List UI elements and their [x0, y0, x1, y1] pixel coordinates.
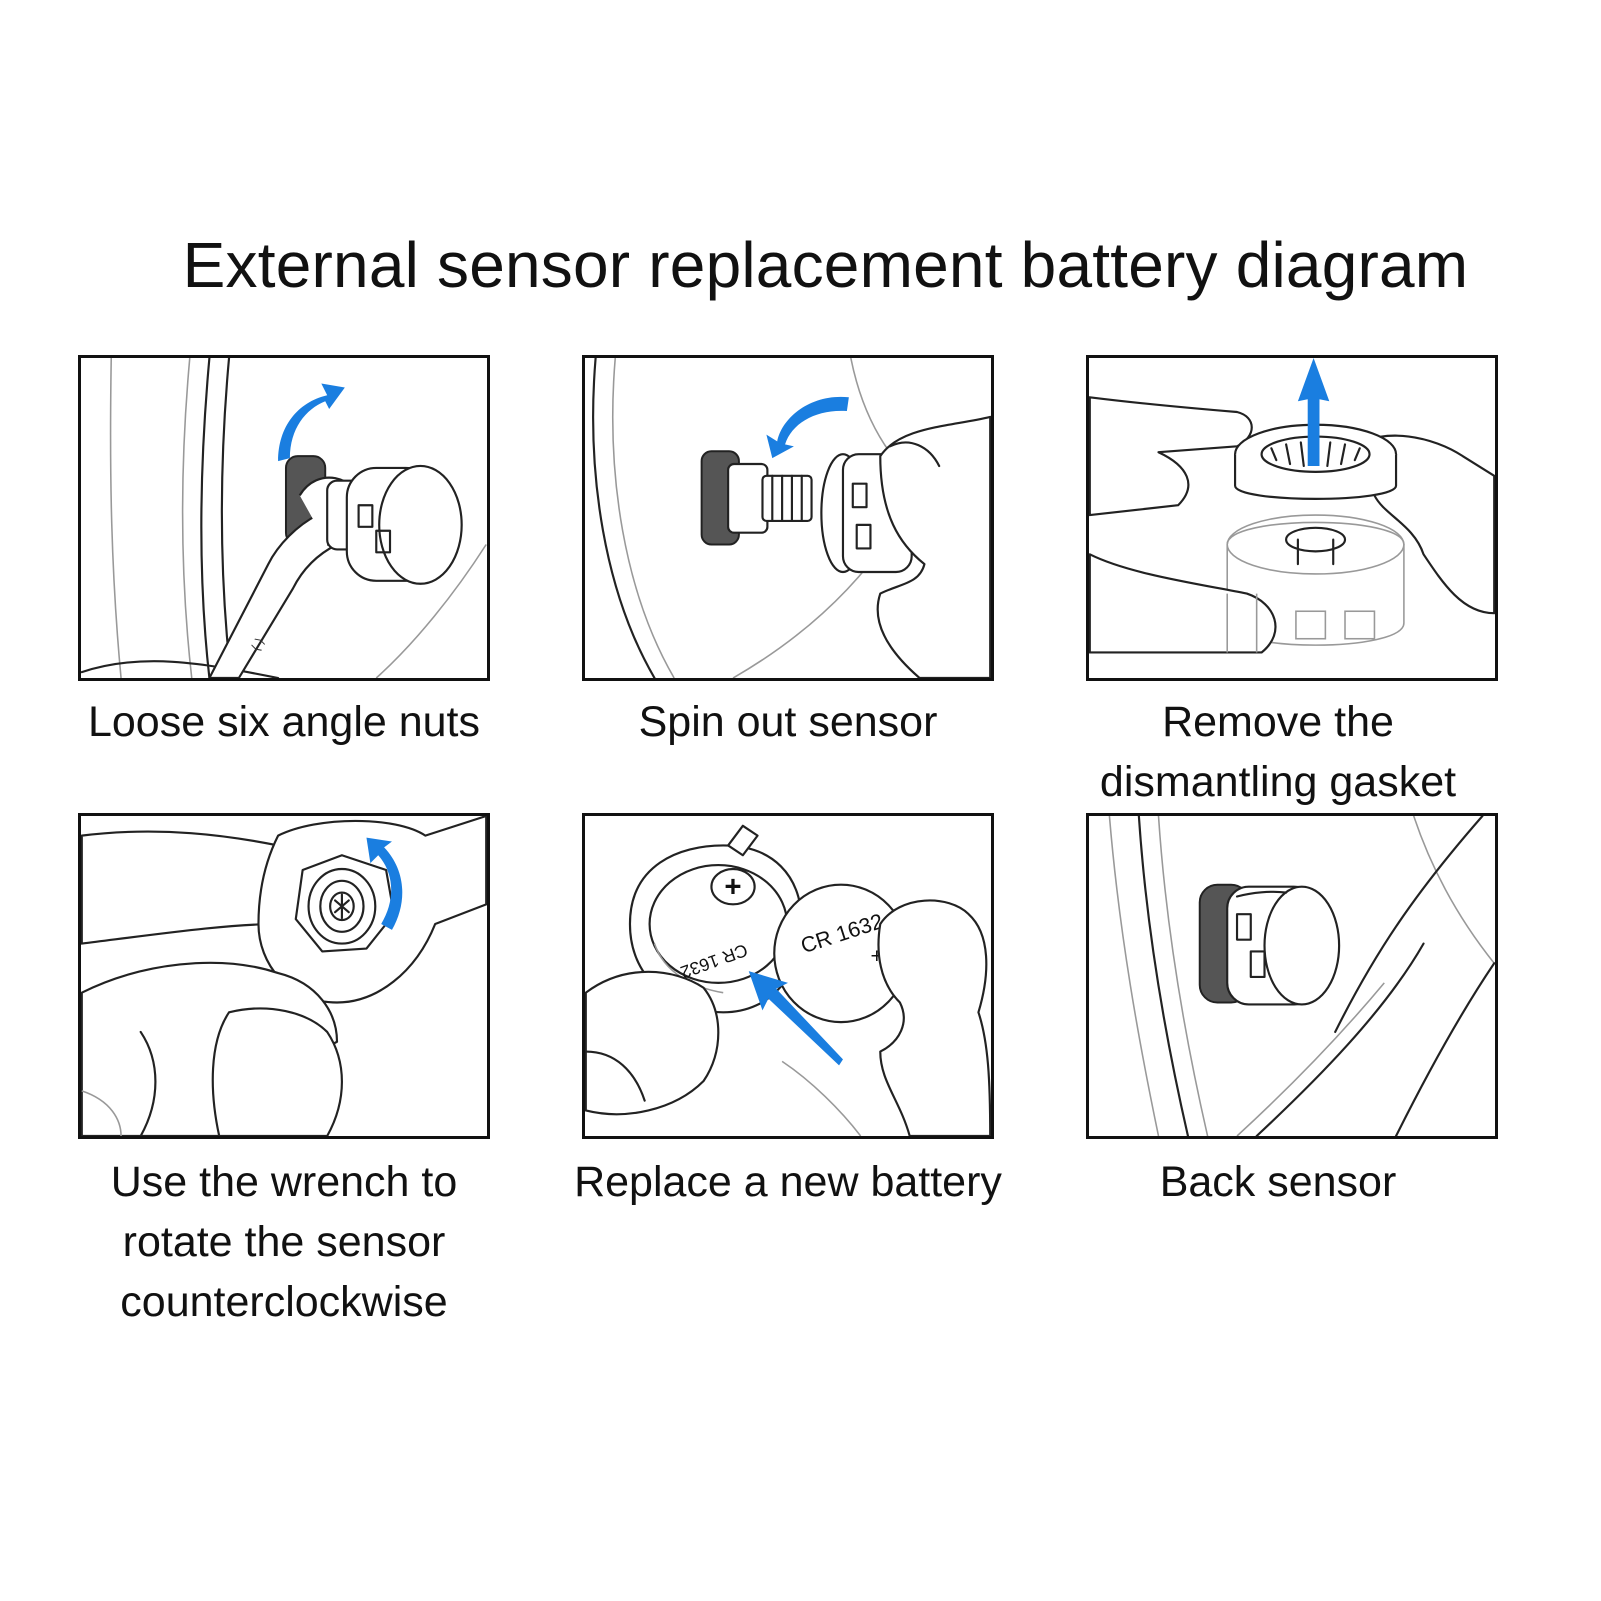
sensor-icon — [592, 358, 991, 678]
up-arrow-icon — [1297, 358, 1330, 466]
insert-arrow-icon — [748, 971, 843, 1066]
wrench-icon: ⟨ ⟩ — [81, 358, 487, 678]
hand-icon — [876, 415, 991, 678]
battery-icon: + CR 1632 CR 1632 + — [585, 824, 991, 1136]
step-4-illustration — [78, 813, 490, 1139]
rotation-arrow-icon — [766, 396, 849, 459]
sensor-icon — [1089, 358, 1495, 654]
step-1-caption: Loose six angle nuts — [87, 698, 481, 746]
step-6-illustration — [1086, 813, 1498, 1139]
valve-icon — [1108, 816, 1495, 1136]
step-1-illustration: ⟨ ⟩ — [78, 355, 490, 681]
step-6-caption: Back sensor — [1159, 1158, 1397, 1206]
step-5-illustration: + CR 1632 CR 1632 + — [582, 813, 994, 1139]
battery-plus-sign: + — [724, 870, 741, 903]
page-title: External sensor replacement battery diag… — [182, 229, 1469, 301]
step-4-caption: Use the wrench to rotate the sensor coun… — [110, 1158, 458, 1326]
hand-icon — [877, 899, 991, 1136]
step-3-caption: Remove the dismantling gasket — [1099, 698, 1457, 806]
step-2-illustration — [582, 355, 994, 681]
rotation-arrow-icon — [366, 837, 403, 930]
svg-text:⟨ ⟩: ⟨ ⟩ — [248, 635, 268, 654]
step-2-caption: Spin out sensor — [638, 698, 938, 746]
rotation-arrow-icon — [278, 383, 345, 462]
hand-icon — [1089, 396, 1253, 517]
wrench-icon — [81, 816, 487, 1136]
step-5-caption: Replace a new battery — [574, 1158, 1002, 1206]
step-3-illustration — [1086, 355, 1498, 681]
